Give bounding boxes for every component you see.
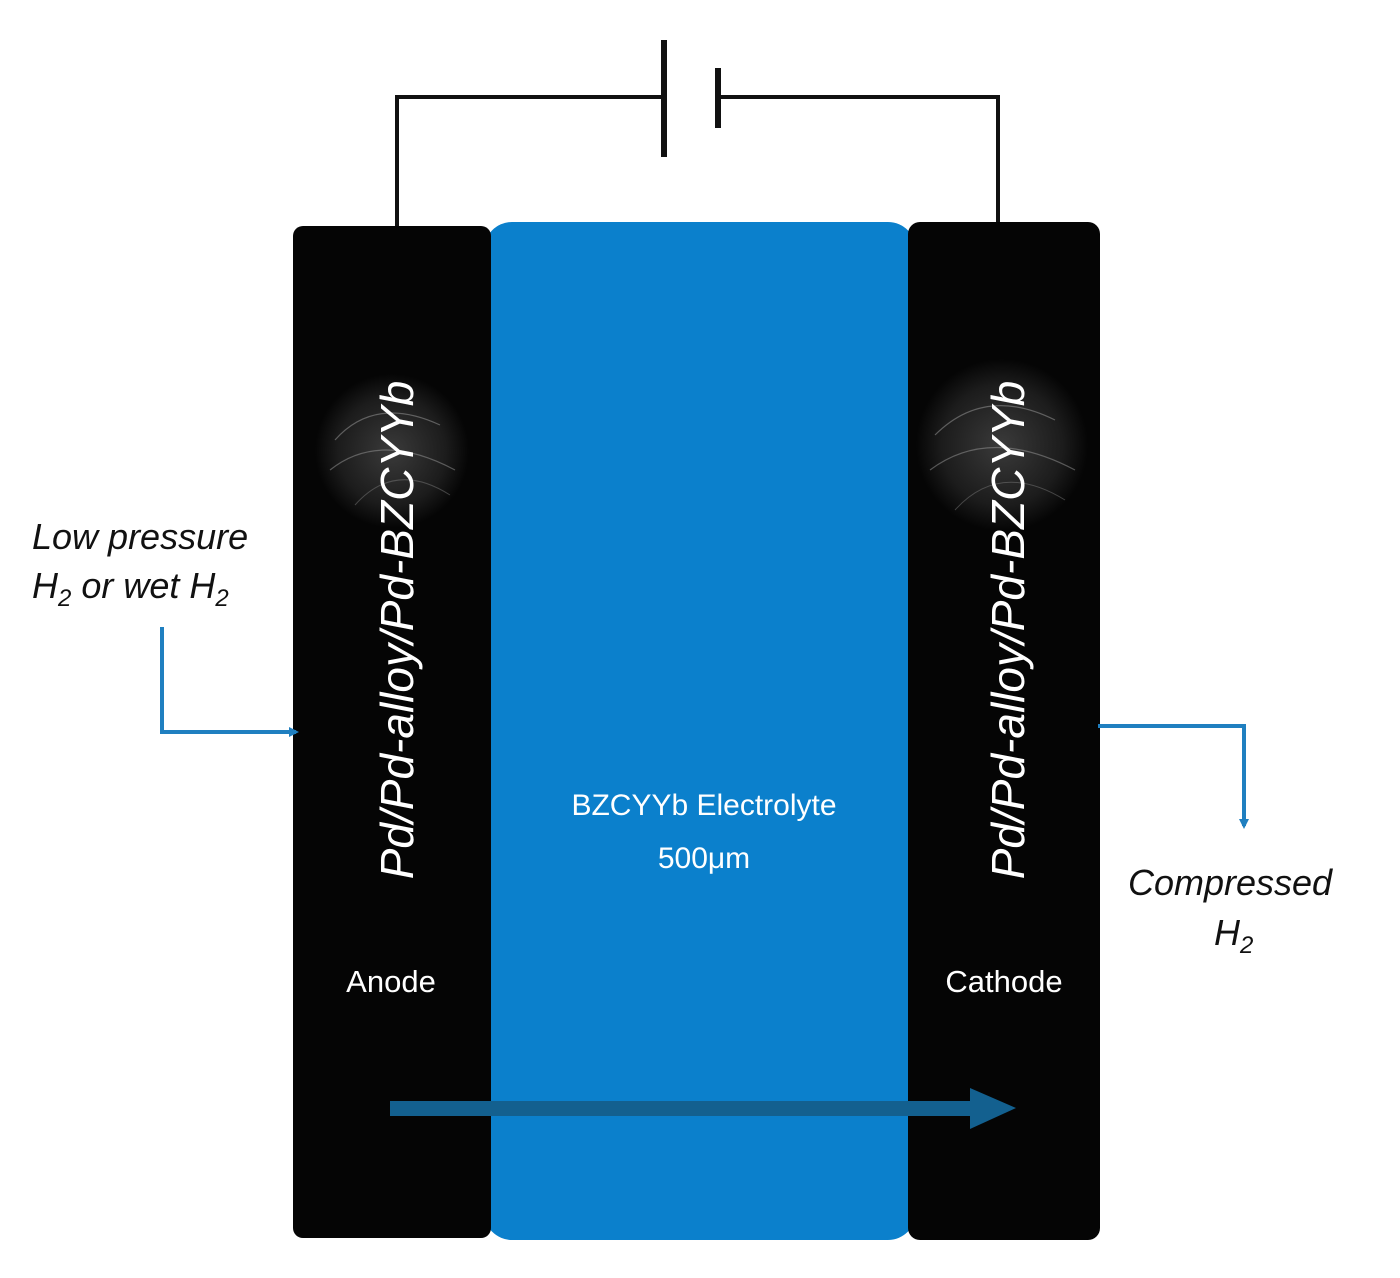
anode-label: Anode: [346, 964, 436, 999]
electrolyte-block: [484, 222, 916, 1240]
outlet-line1: Compressed: [1128, 862, 1333, 903]
inlet-line1: Low pressure: [32, 516, 248, 557]
cathode-material-label: Pd/Pd-alloy/Pd-BZCYYb: [982, 381, 1034, 880]
battery-symbol-icon: [661, 40, 721, 157]
cathode-texture-icon: [916, 359, 1088, 531]
anode-material-label: Pd/Pd-alloy/Pd-BZCYYb: [371, 381, 423, 880]
circuit-wire-right: [718, 95, 1000, 228]
external-circuit: [395, 40, 1000, 228]
inlet-line2: H2 or wet H2: [32, 565, 229, 612]
inlet-arrow: [160, 627, 299, 737]
cathode-label: Cathode: [945, 964, 1062, 999]
outlet-line2: H2: [1214, 912, 1253, 959]
outlet-arrow: [1098, 724, 1249, 829]
proton-transport-arrow: [390, 1088, 1016, 1129]
anode-texture-icon: [315, 374, 469, 528]
circuit-wire-left: [395, 95, 664, 228]
electrolyte-thickness: 500μm: [658, 842, 750, 875]
electrolyte-name: BZCYYb Electrolyte: [571, 789, 836, 822]
